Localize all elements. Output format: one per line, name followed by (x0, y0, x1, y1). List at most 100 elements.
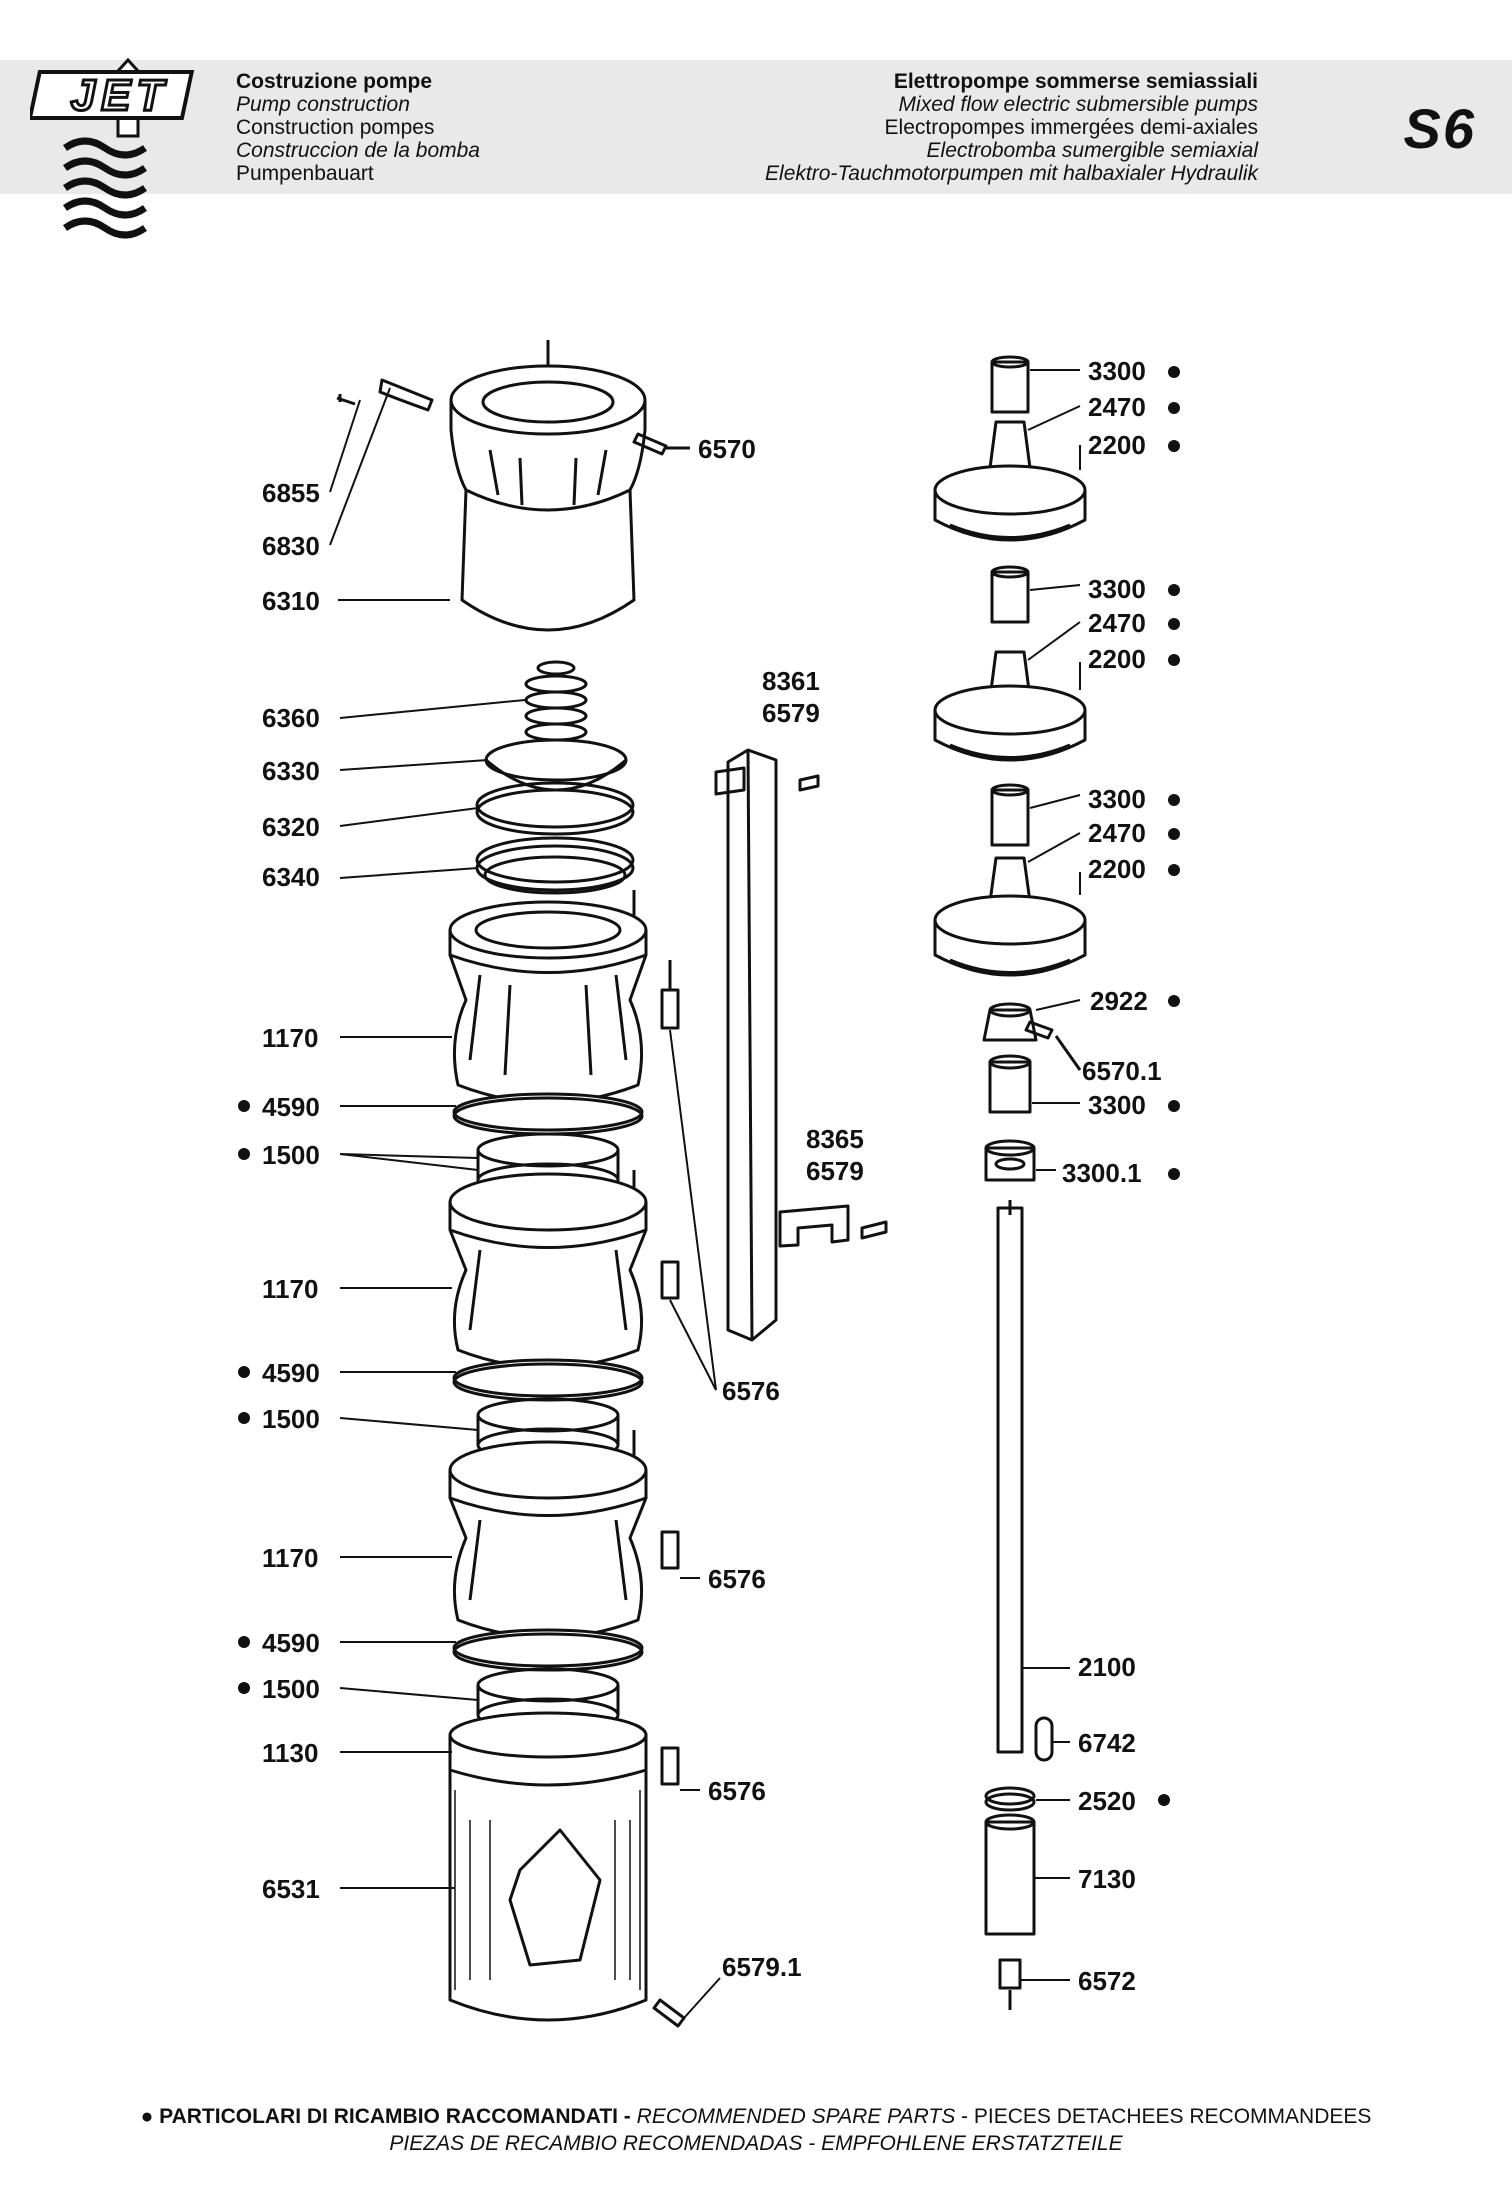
label-6579-1: 6579.1 (722, 1952, 802, 1982)
collet-2922 (982, 1002, 1038, 1042)
clip-6830 (378, 378, 434, 412)
bullet-3300-d (1168, 1100, 1180, 1112)
label-8365: 8365 (806, 1124, 864, 1154)
ring-2520 (984, 1786, 1036, 1812)
label-3300-1: 3300.1 (1062, 1158, 1142, 1188)
label-7130: 7130 (1078, 1864, 1136, 1894)
label-6830: 6830 (262, 531, 320, 561)
bullet-3300-1 (1168, 1168, 1180, 1180)
bullet-4590-c (238, 1636, 250, 1648)
header-left-de: Pumpenbauart (236, 162, 374, 185)
ring-6340 (475, 836, 635, 895)
spare-part-bullets (238, 366, 1180, 1806)
bullet-1500-b (238, 1412, 250, 1424)
screw-6576-d (660, 1746, 680, 1786)
screw-6579-1 (652, 1998, 686, 2028)
bullet-2200-b (1168, 654, 1180, 666)
bush-3300-1 (984, 1139, 1036, 1182)
label-2200-b: 2200 (1088, 644, 1146, 674)
label-6576-b: 6576 (708, 1564, 766, 1594)
label-6579-b: 6579 (806, 1156, 864, 1186)
screw-6579-b (860, 1220, 888, 1240)
bullet-2520 (1158, 1794, 1170, 1806)
cable-guard-8361 (714, 748, 778, 1342)
sleeve-3300-a (990, 355, 1030, 414)
key-6742 (1034, 1716, 1054, 1762)
label-2922: 2922 (1090, 986, 1148, 1016)
label-1130: 1130 (262, 1738, 318, 1768)
header-left-es: Construccion de la bomba (236, 139, 480, 162)
impeller-seat-4590-b (452, 1358, 644, 1402)
screw-6576-a (660, 960, 680, 1030)
jet-logo: JET (30, 57, 195, 239)
footer-line-2: PIEZAS DE RECAMBIO RECOMENDADAS - EMPFOH… (389, 2132, 1123, 2155)
bullet-2470-a (1168, 402, 1180, 414)
label-8361: 8361 (762, 666, 820, 696)
footer-it: PARTICOLARI DI RICAMBIO RACCOMANDATI - (159, 2105, 631, 2128)
label-6360: 6360 (262, 703, 320, 733)
header-left-en: Pump construction (236, 93, 410, 116)
footer-line-1: ● PARTICOLARI DI RICAMBIO RACCOMANDATI -… (0, 2105, 1512, 2129)
label-3300-a: 3300 (1088, 356, 1146, 386)
label-6742: 6742 (1078, 1728, 1136, 1758)
header-right-es: Electrobomba sumergible semiaxial (926, 139, 1258, 162)
impeller-seat-4590-c (452, 1628, 644, 1672)
label-6576-c: 6576 (708, 1776, 766, 1806)
screw-6572 (998, 1958, 1022, 2010)
label-6320: 6320 (262, 812, 320, 842)
header-band (0, 60, 1512, 194)
footer-bullet: ● (140, 2105, 160, 2128)
screw-6576-b (660, 1260, 680, 1300)
footer-fr: - PIECES DETACHEES RECOMMANDEES (955, 2105, 1372, 2128)
bowl-1170-b (448, 1170, 648, 1369)
bullet-1500-c (238, 1682, 250, 1694)
header-right-fr: Electropompes immergées demi-axiales (884, 116, 1258, 139)
header-right-en: Mixed flow electric submersible pumps (898, 93, 1258, 116)
ring-6320 (475, 781, 635, 836)
label-2470-c: 2470 (1088, 818, 1146, 848)
label-6570-1: 6570.1 (1082, 1056, 1162, 1086)
bullet-2470-c (1168, 828, 1180, 840)
bullet-2200-a (1168, 440, 1180, 452)
label-2100: 2100 (1078, 1652, 1136, 1682)
bowl-1170-a (448, 890, 648, 1104)
label-6572: 6572 (1078, 1966, 1136, 1996)
header-left-title: Costruzione pompe (236, 70, 433, 93)
label-3300-b: 3300 (1088, 574, 1146, 604)
screw-6570 (632, 432, 690, 456)
label-6576-a: 6576 (722, 1376, 780, 1406)
impeller-2200-a (933, 464, 1087, 542)
bullet-4590-a (238, 1100, 250, 1112)
sleeve-3300-b (990, 565, 1030, 624)
label-2470-a: 2470 (1088, 392, 1146, 422)
label-6579-a: 6579 (762, 698, 820, 728)
impeller-2200-c (933, 894, 1087, 977)
sleeve-3300-c (990, 783, 1030, 847)
label-2520: 2520 (1078, 1786, 1136, 1816)
impeller-seat-4590-a (452, 1092, 644, 1136)
label-6340: 6340 (262, 862, 320, 892)
cone-2470-a (988, 420, 1032, 470)
bullet-1500-a (238, 1148, 250, 1160)
discharge-head-6310 (449, 340, 647, 632)
header-right-title: Elettropompe sommerse semiassiali (893, 70, 1258, 93)
label-6330: 6330 (262, 756, 320, 786)
label-6310: 6310 (262, 586, 320, 616)
header-right-de: Elektro-Tauchmotorpumpen mit halbaxialer… (765, 162, 1258, 185)
bullet-3300-a (1168, 366, 1180, 378)
bowl-1170-c (448, 1430, 648, 1639)
leader-lines (329, 369, 1081, 2019)
label-1170-b: 1170 (262, 1274, 318, 1304)
shaft-2100 (996, 1200, 1024, 1754)
suction-housing-1130 (448, 1711, 648, 2022)
coupling-7130 (984, 1813, 1036, 1936)
header-left-fr: Construction pompes (236, 116, 435, 139)
header-left-block: Costruzione pompe Pump construction Cons… (236, 70, 480, 185)
label-2470-b: 2470 (1088, 608, 1146, 638)
bullet-3300-b (1168, 584, 1180, 596)
label-6570: 6570 (698, 434, 756, 464)
label-4590-a: 4590 (262, 1092, 320, 1122)
label-6855: 6855 (262, 478, 320, 508)
label-4590-c: 4590 (262, 1628, 320, 1658)
